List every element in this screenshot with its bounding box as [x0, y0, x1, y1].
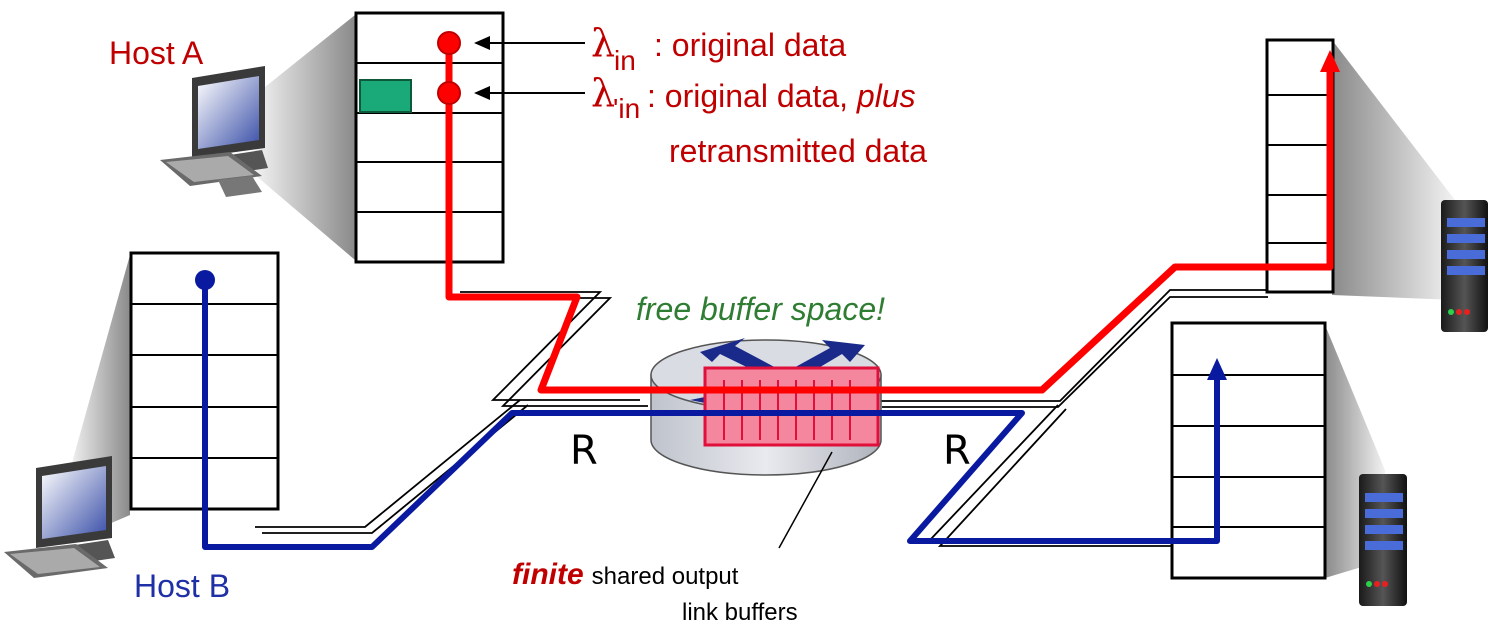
lambda-prime-in-symbol: λ	[591, 71, 615, 115]
buffer-caption-rest: shared output	[592, 563, 739, 590]
lambda-in-label: λ	[591, 21, 615, 65]
lambda-prime-in-point	[437, 81, 461, 105]
lambda-in-pointer-arrowhead-icon	[474, 36, 490, 50]
shared-output-buffer	[703, 366, 880, 447]
link-out-rate-label: R	[943, 428, 971, 474]
server-top-buffer-table	[1265, 38, 1335, 294]
host-b-flow-arrowhead-icon	[1207, 358, 1227, 380]
host-b-computer-icon	[4, 456, 115, 578]
host-a-label: Host A	[109, 35, 204, 71]
host-a-cone	[255, 15, 355, 260]
lambda-prime-in-line2: retransmitted data	[669, 133, 927, 169]
free-buffer-space-note: free buffer space!	[636, 291, 885, 327]
server-top-icon	[1441, 200, 1488, 332]
lambda-prime-in-subscript: 'in	[613, 93, 640, 124]
lambda-prime-in-pointer-arrowhead-icon	[474, 86, 490, 100]
server-bottom-buffer-table	[1170, 321, 1327, 580]
host-b-label: Host B	[134, 568, 230, 604]
lambda-prime-in-text: : original data, plus	[647, 78, 916, 114]
retransmitted-packet	[359, 79, 412, 113]
host-b-source-point	[195, 270, 215, 290]
server-top-cone	[1332, 40, 1455, 300]
lambda-in-symbol: λ	[591, 21, 615, 65]
lambda-in-pointer	[474, 36, 585, 50]
lambda-prime-in-text-emph: plus	[856, 78, 916, 114]
host-a-buffer-table	[354, 11, 505, 264]
link-in-rate-label: R	[570, 428, 598, 474]
lambda-prime-in-text-prefix: : original data,	[647, 78, 857, 114]
buffer-caption-pointer	[778, 451, 833, 549]
host-a-flow-arrowhead-icon	[1320, 50, 1340, 72]
buffer-caption-line1: finite shared output	[512, 558, 739, 591]
lambda-in-subscript: in	[614, 45, 636, 76]
host-a-computer-icon	[160, 66, 268, 197]
host-a-flow-line	[445, 40, 1334, 394]
lambda-prime-in-pointer	[474, 86, 585, 100]
host-b-flow-line	[202, 280, 1220, 550]
buffer-caption-line2: link buffers	[682, 599, 798, 626]
buffer-caption-emph: finite	[512, 558, 584, 591]
lambda-in-point	[437, 31, 461, 55]
server-bottom-icon	[1359, 474, 1407, 606]
lambda-in-text: : original data	[654, 27, 846, 63]
